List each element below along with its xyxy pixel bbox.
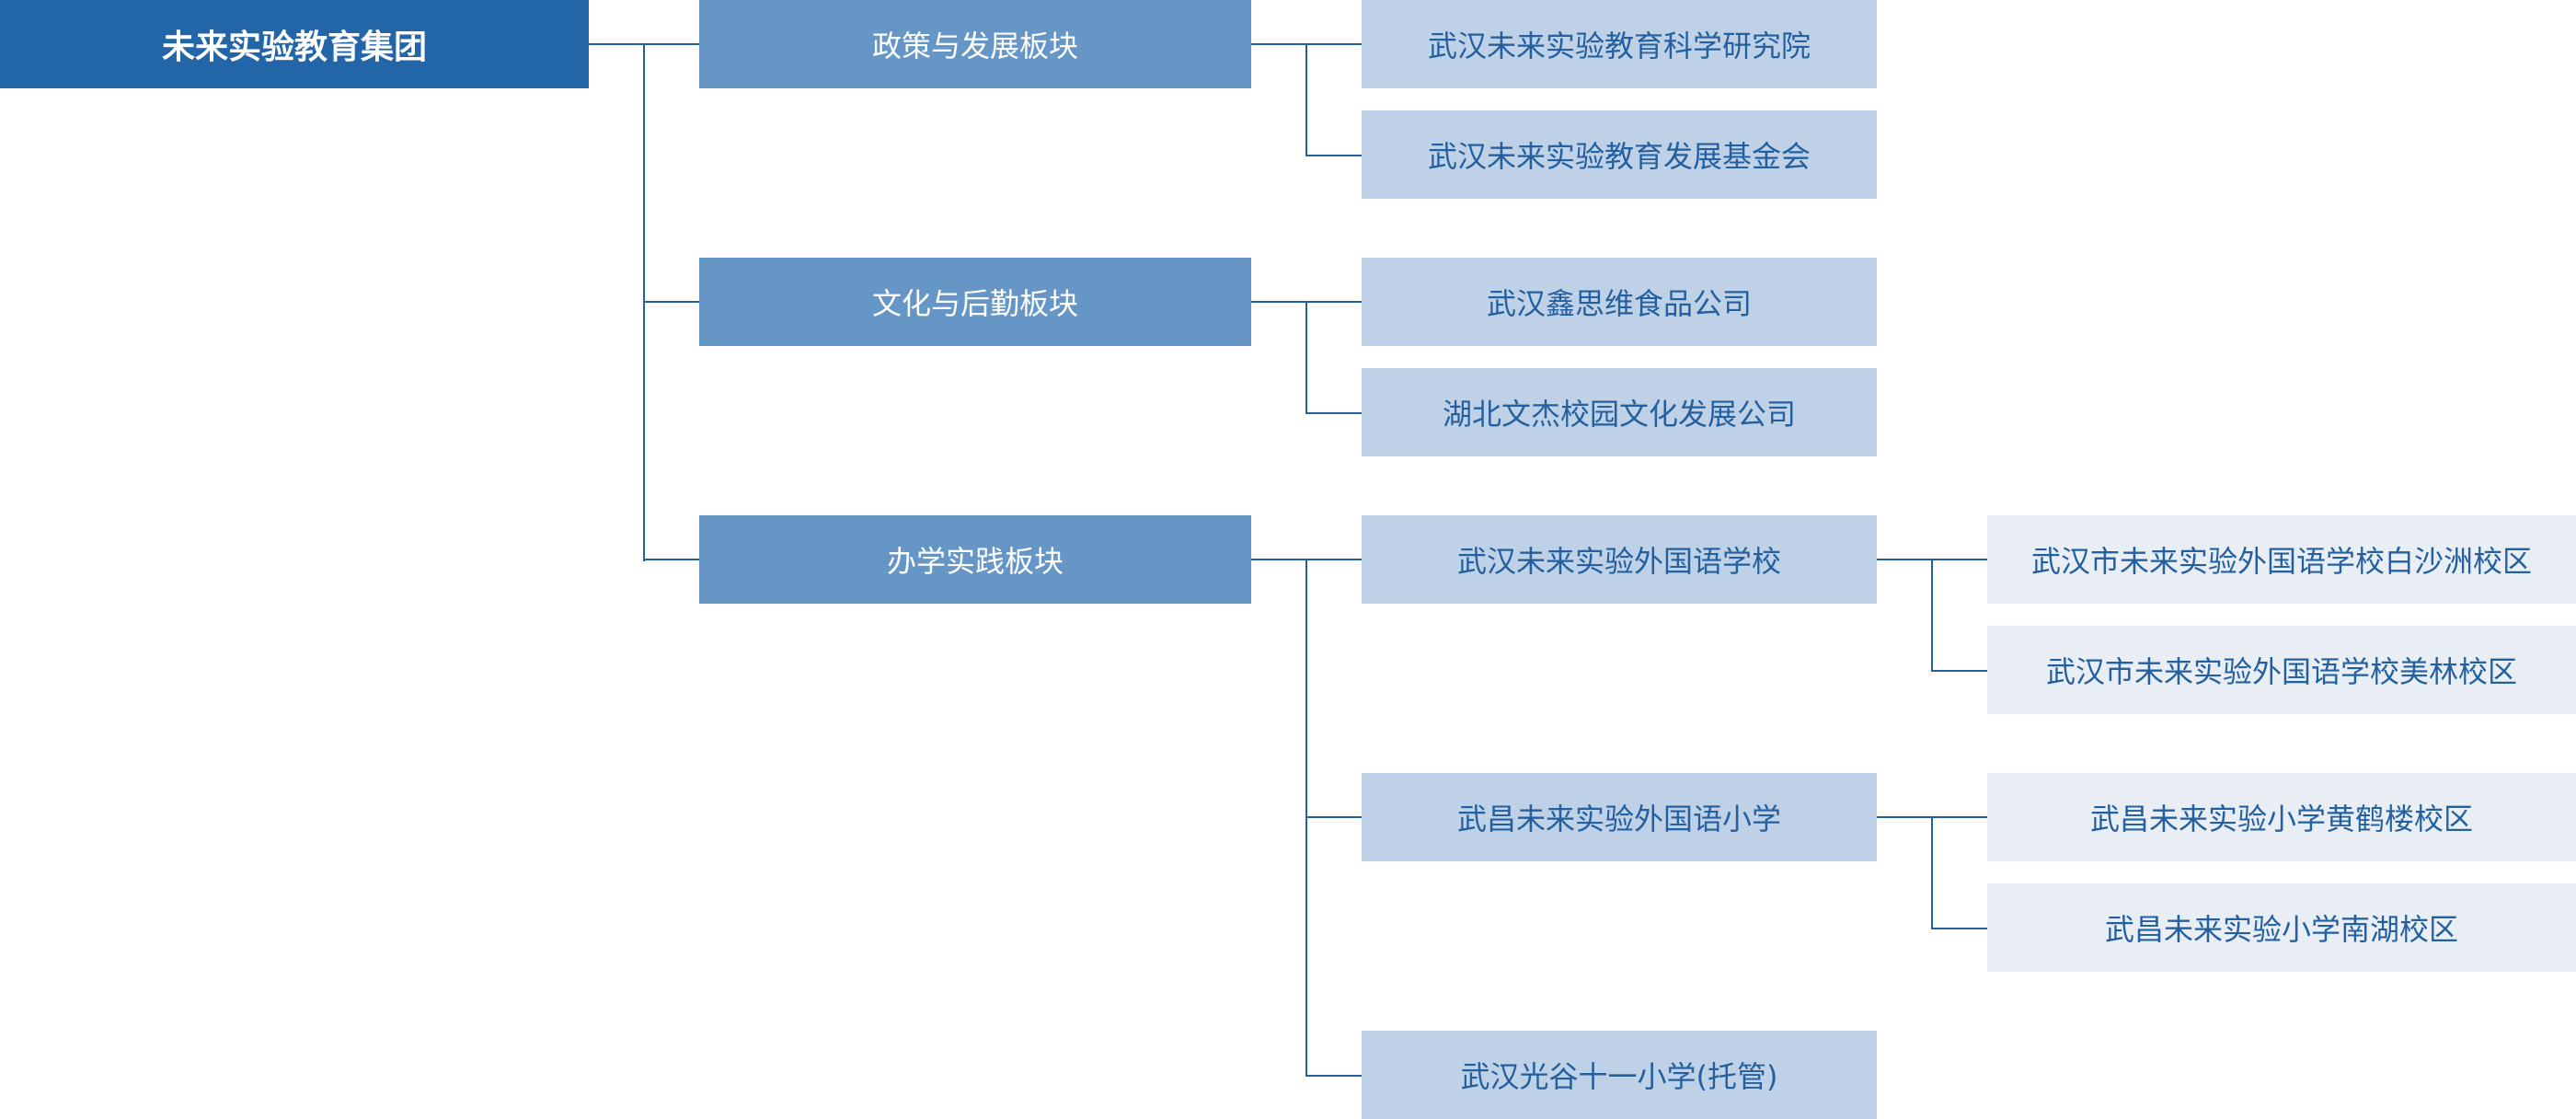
unit-node-development-foundation: 武汉未来实验教育发展基金会 [1362, 110, 1877, 199]
campus-node-baishazhou: 武汉市未来实验外国语学校白沙洲校区 [1987, 515, 2576, 604]
connector-unit-foreign-school-vertical [1931, 559, 1933, 672]
campus-node-yellow-crane-tower: 武昌未来实验小学黄鹤楼校区 [1987, 773, 2576, 861]
sector-node-culture-logistics: 文化与后勤板块 [699, 258, 1251, 346]
connector-unit-foreign-school-to-campus-2 [1931, 670, 1987, 672]
unit-node-foreign-language-school: 武汉未来实验外国语学校 [1362, 515, 1877, 604]
connector-sector-3-to-unit-3 [1305, 1075, 1362, 1077]
connector-sector-3-to-unit-2 [1305, 816, 1362, 818]
campus-node-south-lake: 武昌未来实验小学南湖校区 [1987, 883, 2576, 972]
unit-node-research-institute: 武汉未来实验教育科学研究院 [1362, 0, 1877, 88]
connector-trunk-to-sector-3 [643, 559, 699, 560]
connector-sector-2-to-unit-2 [1305, 412, 1362, 414]
unit-node-campus-culture-company: 湖北文杰校园文化发展公司 [1362, 368, 1877, 456]
connector-unit-primary-school-vertical [1931, 816, 1933, 929]
sector-node-school-practice: 办学实践板块 [699, 515, 1251, 604]
connector-unit-primary-school-to-campus-2 [1931, 928, 1987, 929]
connector-sector-1-to-unit-2 [1305, 155, 1362, 156]
connector-trunk-to-sector-2 [643, 301, 699, 303]
unit-node-optics-valley-primary: 武汉光谷十一小学(托管) [1362, 1031, 1877, 1119]
campus-node-meilin: 武汉市未来实验外国语学校美林校区 [1987, 626, 2576, 714]
connector-sector-1-vertical [1305, 43, 1307, 156]
sector-node-policy: 政策与发展板块 [699, 0, 1251, 88]
unit-node-food-company: 武汉鑫思维食品公司 [1362, 258, 1877, 346]
org-root-node: 未来实验教育集团 [0, 0, 589, 88]
unit-node-foreign-language-primary: 武昌未来实验外国语小学 [1362, 773, 1877, 861]
connector-sector-2-vertical [1305, 301, 1307, 414]
